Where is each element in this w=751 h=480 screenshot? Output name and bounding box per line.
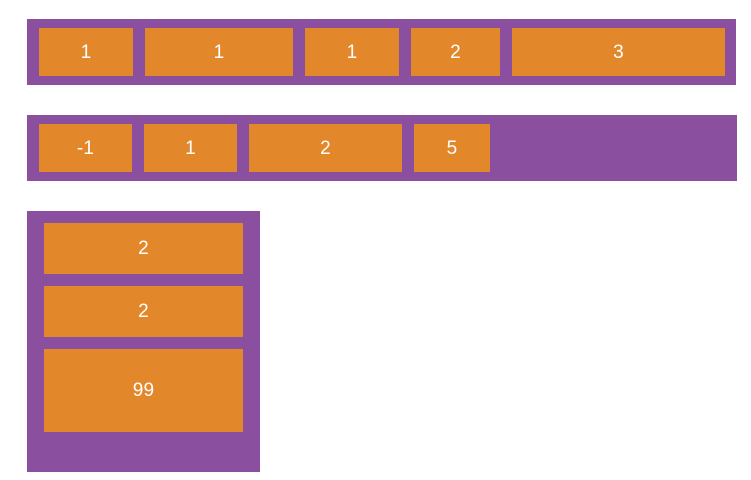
box-item[interactable]: 5	[414, 124, 490, 172]
box-item[interactable]: 2	[44, 286, 243, 337]
box-item[interactable]: 1	[305, 28, 399, 76]
box-item[interactable]: 2	[411, 28, 500, 76]
box-item[interactable]: 3	[512, 28, 725, 76]
box-item[interactable]: 1	[145, 28, 293, 76]
box-item[interactable]: 99	[44, 349, 243, 432]
box-item[interactable]: -1	[39, 124, 132, 172]
box-item[interactable]: 2	[44, 223, 243, 274]
box-item[interactable]: 2	[249, 124, 402, 172]
box-group-vertical-column: 2 2 99	[27, 211, 260, 472]
box-group-first-row: 1 1 1 2 3	[27, 19, 736, 85]
box-item[interactable]: 1	[144, 124, 237, 172]
box-group-second-row: -1 1 2 5	[27, 115, 737, 181]
box-item[interactable]: 1	[39, 28, 133, 76]
